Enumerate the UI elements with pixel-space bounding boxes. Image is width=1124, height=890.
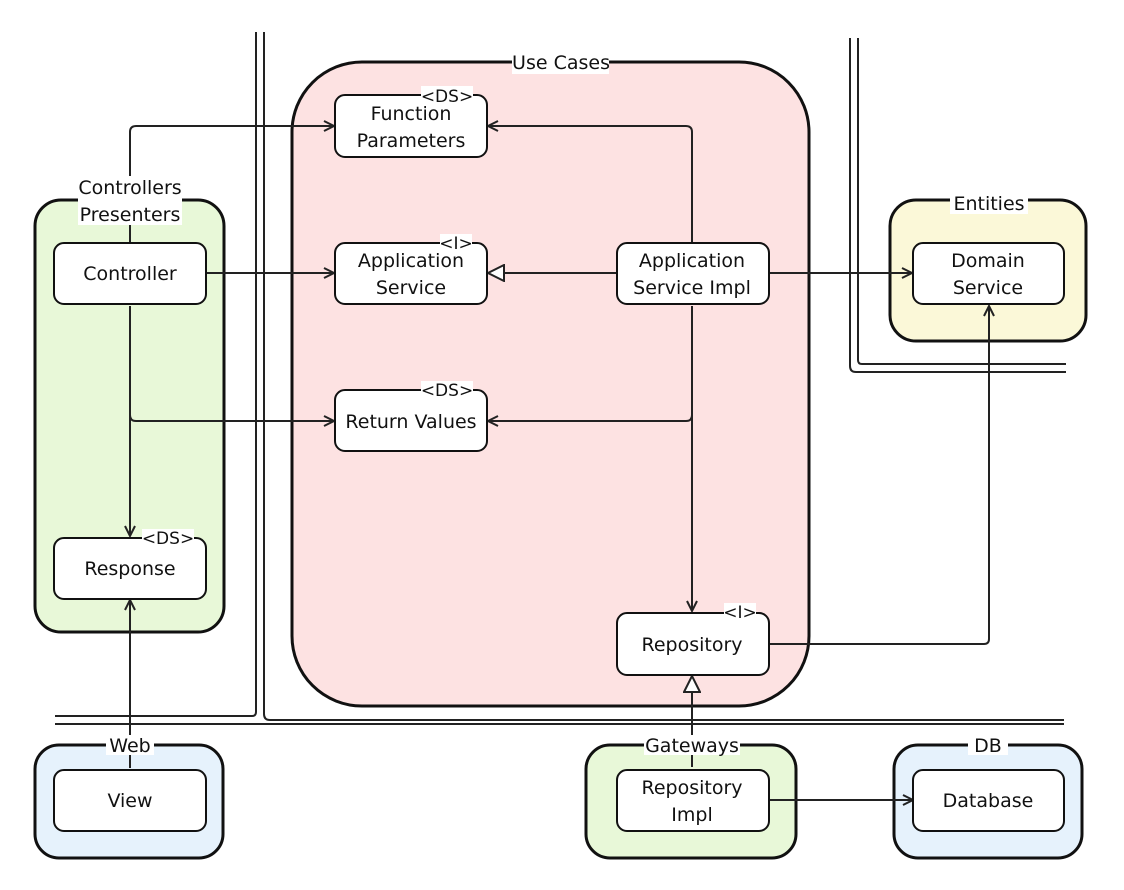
function-parameters-stereotype: <DS> [421,87,473,107]
controllers-title: Controllers [78,177,181,199]
use-cases-title: Use Cases [512,52,610,74]
repository-node: <I> Repository [616,603,770,676]
controller-node: Controller [53,242,207,305]
database-node: Database [912,769,1065,832]
application-service-impl-line2: Service Impl [633,277,751,299]
application-service-impl-line1: Application [639,250,745,272]
edge-impl-to-function-parameters [488,126,693,242]
controller-label: Controller [83,263,177,285]
return-values-stereotype: <DS> [421,381,473,401]
repository-impl-line1: Repository [641,777,742,799]
gateways-title: Gateways [645,735,739,757]
domain-service-line2: Service [953,277,1023,299]
layer-boundaries [55,32,1066,725]
edge-controller-to-function-parameters [129,126,334,242]
function-parameters-node: <DS> Function Parameters [334,86,488,158]
database-label: Database [943,790,1034,812]
view-node: View [53,769,207,832]
application-service-impl-node: Application Service Impl [616,242,770,305]
web-title: Web [109,735,150,757]
return-values-label: Return Values [345,411,476,433]
entities-title: Entities [953,193,1024,215]
return-values-node: <DS> Return Values [334,381,488,452]
dependency-edges [130,126,989,800]
function-parameters-line1: Function [371,103,452,125]
presenters-title: Presenters [80,204,181,226]
domain-service-line1: Domain [951,250,1025,272]
repository-stereotype: <I> [723,603,757,623]
db-title: DB [974,735,1002,757]
view-label: View [107,790,152,812]
application-service-line2: Service [376,277,446,299]
application-service-node: <I> Application Service [334,234,488,305]
domain-service-node: Domain Service [912,242,1065,305]
response-label: Response [84,558,175,580]
edge-repository-to-domain-service [769,306,989,645]
response-node: <DS> Response [53,529,207,600]
repository-impl-line2: Impl [671,804,712,826]
application-service-stereotype: <I> [439,234,473,254]
repository-impl-node: Repository Impl [616,769,770,832]
function-parameters-line2: Parameters [357,130,466,152]
application-service-line1: Application [358,250,464,272]
repository-label: Repository [641,634,742,656]
response-stereotype: <DS> [142,529,194,549]
